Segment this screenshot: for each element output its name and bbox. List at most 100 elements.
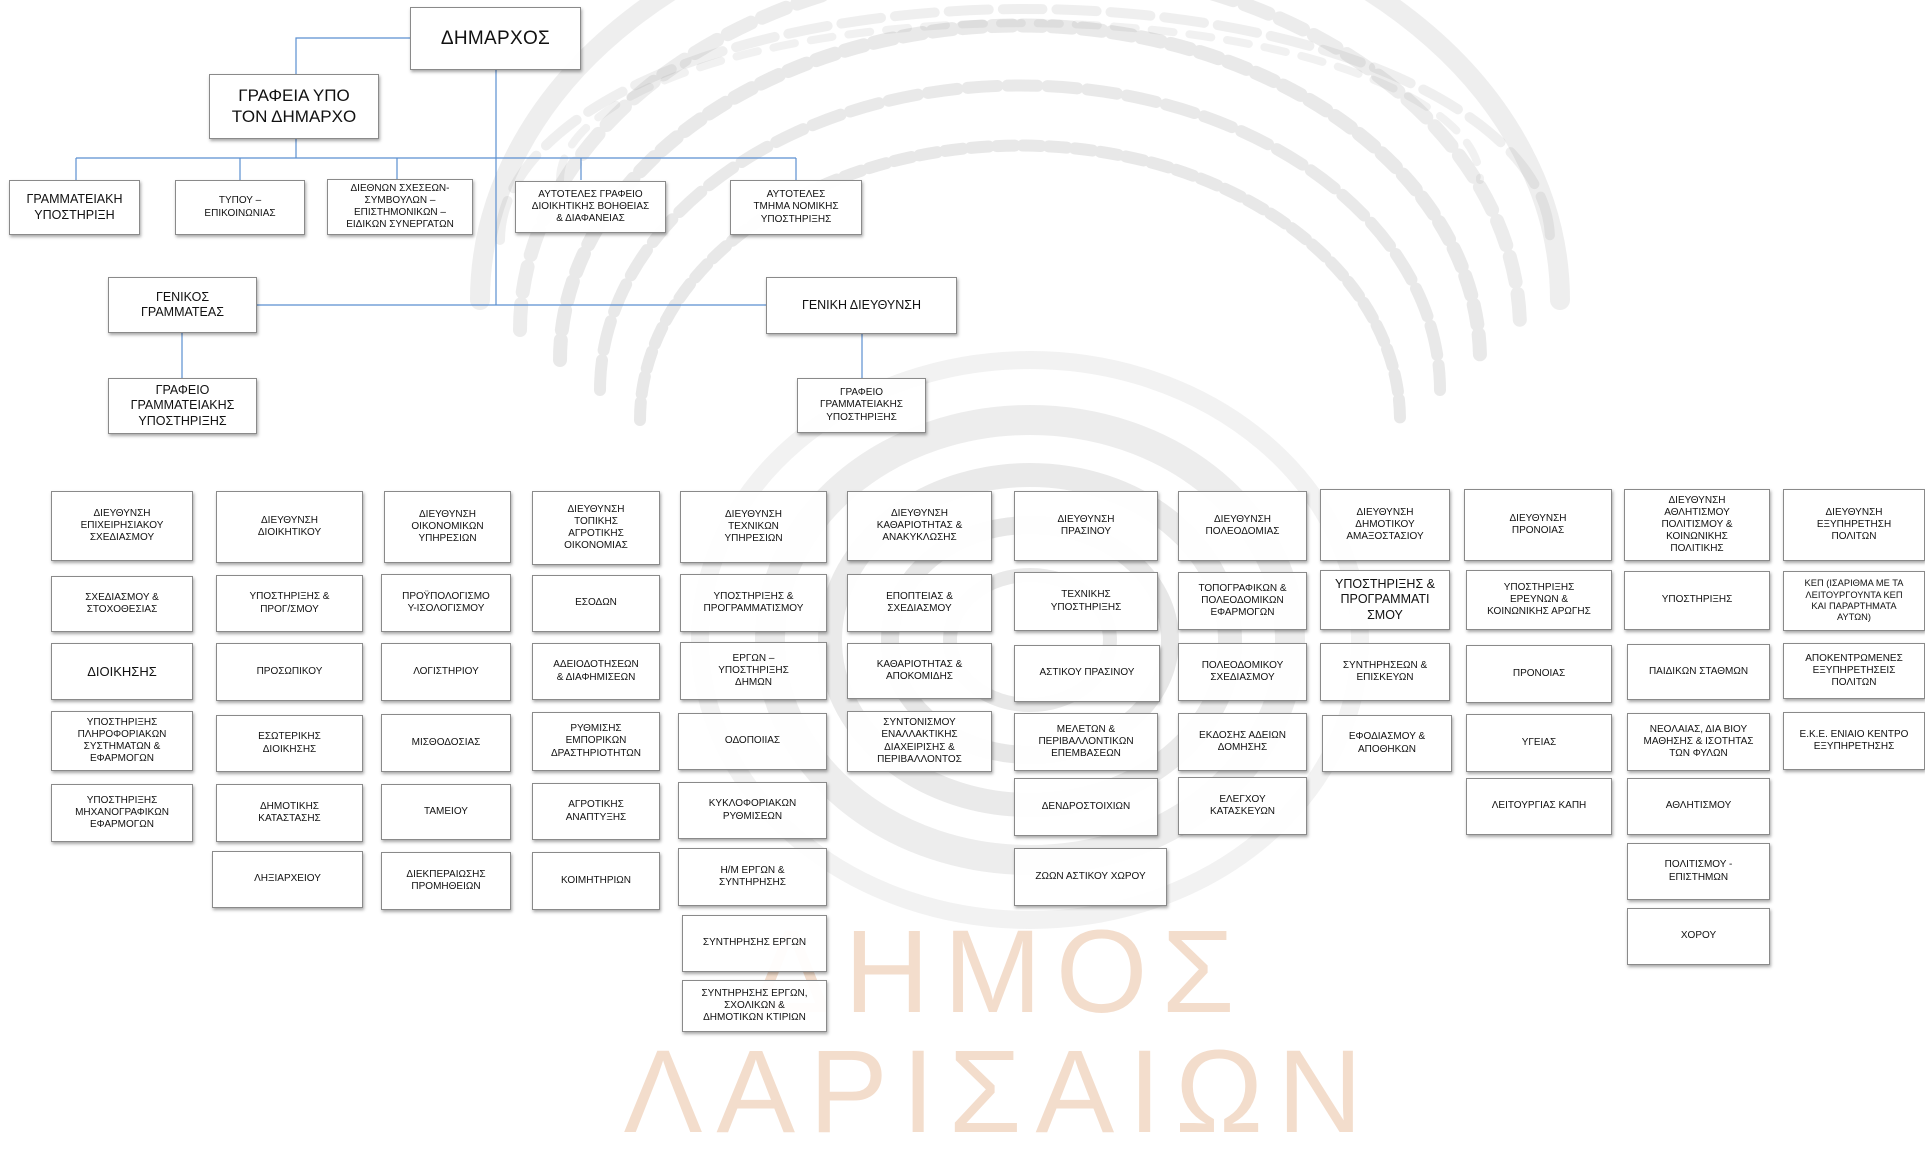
department-box[interactable]: ΖΩΩΝ ΑΣΤΙΚΟΥ ΧΩΡΟΥ (1014, 848, 1167, 906)
department-box[interactable]: ΕΦΟΔΙΑΣΜΟΥ & ΑΠΟΘΗΚΩΝ (1322, 715, 1452, 772)
directorate-title: ΔΙΕΥΘΥΝΣΗ ΠΟΛΕΟΔΟΜΙΑΣ (1205, 513, 1280, 537)
department-box[interactable]: ΑΓΡΟΤΙΚΗΣ ΑΝΑΠΤΥΞΗΣ (532, 783, 660, 840)
directorate-header[interactable]: ΔΙΕΥΘΥΝΣΗ ΚΑΘΑΡΙΟΤΗΤΑΣ & ΑΝΑΚΥΚΛΩΣΗΣ (847, 491, 992, 561)
office-box[interactable]: ΤΥΠΟΥ – ΕΠΙΚΟΙΝΩΝΙΑΣ (175, 180, 305, 235)
department-box[interactable]: ΥΠΟΣΤΗΡΙΞΗΣ & ΠΡΟΓΡΑΜΜΑΤΙ ΣΜΟΥ (1320, 570, 1450, 630)
department-box[interactable]: ΛΗΞΙΑΡΧΕΙΟΥ (212, 851, 363, 908)
department-box[interactable]: ΣΥΝΤΟΝΙΣΜΟΥ ΕΝΑΛΛΑΚΤΙΚΗΣ ΔΙΑΧΕΙΡΙΣΗΣ & Π… (847, 711, 992, 772)
general-directorate-office-box[interactable]: ΓΡΑΦΕΙΟ ΓΡΑΜΜΑΤΕΙΑΚΗΣ ΥΠΟΣΤΗΡΙΞΗΣ (797, 378, 926, 433)
department-box[interactable]: ΣΥΝΤΗΡΗΣΗΣ ΕΡΓΩΝ (682, 915, 827, 972)
department-box[interactable]: ΣΥΝΤΗΡΗΣΗΣ ΕΡΓΩΝ, ΣΧΟΛΙΚΩΝ & ΔΗΜΟΤΙΚΩΝ Κ… (682, 980, 827, 1032)
department-box[interactable]: ΠΡΟΣΩΠΙΚΟΥ (216, 643, 363, 701)
directorate-title: ΔΙΕΥΘΥΝΣΗ ΠΡΑΣΙΝΟΥ (1057, 513, 1115, 537)
directorate-header[interactable]: ΔΙΕΥΘΥΝΣΗ ΠΡΑΣΙΝΟΥ (1014, 491, 1158, 561)
directorate-title: ΔΙΕΥΘΥΝΣΗ ΟΙΚΟΝΟΜΙΚΩΝ ΥΠΗΡΕΣΙΩΝ (411, 508, 484, 545)
office-label: ΑΥΤΟΤΕΛΕΣ ΓΡΑΦΕΙΟ ΔΙΟΙΚΗΤΙΚΗΣ ΒΟΗΘΕΙΑΣ &… (531, 188, 650, 225)
directorate-header[interactable]: ΔΙΕΥΘΥΝΣΗ ΠΟΛΕΟΔΟΜΙΑΣ (1178, 491, 1307, 561)
directorate-header[interactable]: ΔΙΕΥΘΥΝΣΗ ΕΠΙΧΕΙΡΗΣΙΑΚΟΥ ΣΧΕΔΙΑΣΜΟΥ (51, 491, 193, 561)
department-box[interactable]: ΥΠΟΣΤΗΡΙΞΗΣ ΕΡΕΥΝΩΝ & ΚΟΙΝΩΝΙΚΗΣ ΑΡΩΓΗΣ (1466, 570, 1612, 630)
department-box[interactable]: ΑΣΤΙΚΟΥ ΠΡΑΣΙΝΟΥ (1014, 645, 1160, 702)
directorate-header[interactable]: ΔΙΕΥΘΥΝΣΗ ΔΙΟΙΚΗΤΙΚΟΥ (216, 491, 363, 563)
department-box[interactable]: ΣΧΕΔΙΑΣΜΟΥ & ΣΤΟΧΟΘΕΣΙΑΣ (51, 576, 193, 632)
department-label: ΥΠΟΣΤΗΡΙΞΗΣ & ΠΡΟΓ/ΣΜΟΥ (249, 591, 330, 615)
department-box[interactable]: ΚΕΠ (ΙΣΑΡΙΘΜΑ ΜΕ ΤΑ ΛΕΙΤΟΥΡΓΟΥΝΤΑ ΚΕΠ ΚΑ… (1783, 571, 1925, 631)
department-box[interactable]: ΧΟΡΟΥ (1627, 908, 1770, 965)
department-label: ΣΥΝΤΗΡΗΣΗΣ ΕΡΓΩΝ, ΣΧΟΛΙΚΩΝ & ΔΗΜΟΤΙΚΩΝ Κ… (701, 987, 808, 1024)
department-box[interactable]: ΛΕΙΤΟΥΡΓΙΑΣ ΚΑΠΗ (1466, 778, 1612, 835)
directorate-header[interactable]: ΔΙΕΥΘΥΝΣΗ ΤΟΠΙΚΗΣ ΑΓΡΟΤΙΚΗΣ ΟΙΚΟΝΟΜΙΑΣ (532, 491, 660, 565)
department-box[interactable]: ΟΔΟΠΟΙΙΑΣ (678, 713, 827, 770)
department-label: ΥΠΟΣΤΗΡΙΞΗΣ & ΠΡΟΓΡΑΜΜΑΤΙ ΣΜΟΥ (1335, 577, 1435, 622)
department-box[interactable]: ΑΠΟΚΕΝΤΡΩΜΕΝΕΣ ΕΞΥΠΗΡΕΤΗΣΕΙΣ ΠΟΛΙΤΩΝ (1783, 643, 1925, 699)
department-label: ΟΔΟΠΟΙΙΑΣ (724, 735, 781, 747)
office-box[interactable]: ΑΥΤΟΤΕΛΕΣ ΓΡΑΦΕΙΟ ΔΙΟΙΚΗΤΙΚΗΣ ΒΟΗΘΕΙΑΣ &… (515, 181, 666, 233)
directorate-header[interactable]: ΔΙΕΥΘΥΝΣΗ ΔΗΜΟΤΙΚΟΥ ΑΜΑΞΟΣΤΑΣΙΟΥ (1320, 489, 1450, 561)
department-box[interactable]: ΚΟΙΜΗΤΗΡΙΩΝ (532, 852, 660, 910)
department-box[interactable]: ΔΙΟΙΚΗΣΗΣ (51, 643, 193, 700)
department-box[interactable]: ΠΡΟΫΠΟΛΟΓΙΣΜΟ Υ-ΙΣΟΛΟΓΙΣΜΟΥ (381, 574, 511, 632)
directorate-header[interactable]: ΔΙΕΥΘΥΝΣΗ ΕΞΥΠΗΡΕΤΗΣΗ ΠΟΛΙΤΩΝ (1783, 489, 1925, 561)
office-box[interactable]: ΑΥΤΟΤΕΛΕΣ ΤΜΗΜΑ ΝΟΜΙΚΗΣ ΥΠΟΣΤΗΡΙΞΗΣ (730, 180, 862, 235)
department-box[interactable]: ΕΠΟΠΤΕΙΑΣ & ΣΧΕΔΙΑΣΜΟΥ (847, 574, 992, 632)
department-box[interactable]: ΕΚΔΟΣΗΣ ΑΔΕΙΩΝ ΔΟΜΗΣΗΣ (1178, 713, 1307, 771)
department-box[interactable]: ΕΣΩΤΕΡΙΚΗΣ ΔΙΟΙΚΗΣΗΣ (216, 715, 363, 772)
department-label: ΑΓΡΟΤΙΚΗΣ ΑΝΑΠΤΥΞΗΣ (565, 799, 627, 823)
directorate-header[interactable]: ΔΙΕΥΘΥΝΣΗ ΤΕΧΝΙΚΩΝ ΥΠΗΡΕΣΙΩΝ (680, 491, 827, 563)
secretary-office-box[interactable]: ΓΡΑΦΕΙΟ ΓΡΑΜΜΑΤΕΙΑΚΗΣ ΥΠΟΣΤΗΡΙΞΗΣ (108, 378, 257, 434)
department-box[interactable]: ΤΟΠΟΓΡΑΦΙΚΩΝ & ΠΟΛΕΟΔΟΜΙΚΩΝ ΕΦΑΡΜΟΓΩΝ (1178, 572, 1307, 630)
department-box[interactable]: ΛΟΓΙΣΤΗΡΙΟΥ (381, 643, 511, 701)
department-box[interactable]: ΤΕΧΝΙΚΗΣ ΥΠΟΣΤΗΡΙΞΗΣ (1014, 572, 1158, 631)
department-box[interactable]: ΠΡΟΝΟΙΑΣ (1466, 645, 1612, 703)
department-box[interactable]: ΜΙΣΘΟΔΟΣΙΑΣ (381, 714, 511, 772)
department-box[interactable]: ΤΑΜΕΙΟΥ (381, 784, 511, 840)
department-box[interactable]: ΣΥΝΤΗΡΗΣΕΩΝ & ΕΠΙΣΚΕΥΩΝ (1320, 643, 1450, 701)
department-box[interactable]: ΑΔΕΙΟΔΟΤΗΣΕΩΝ & ΔΙΑΦΗΜΙΣΕΩΝ (532, 643, 660, 700)
department-box[interactable]: Η/Μ ΕΡΓΩΝ & ΣΥΝΤΗΡΗΣΗΣ (678, 848, 827, 906)
department-box[interactable]: ΝΕΟΛΑΙΑΣ, ΔΙΑ ΒΙΟΥ ΜΑΘΗΣΗΣ & ΙΣΟΤΗΤΑΣ ΤΩ… (1627, 713, 1770, 771)
department-label: ΕΚΔΟΣΗΣ ΑΔΕΙΩΝ ΔΟΜΗΣΗΣ (1199, 729, 1286, 753)
department-box[interactable]: ΥΠΟΣΤΗΡΙΞΗΣ ΜΗΧΑΝΟΓΡΑΦΙΚΩΝ ΕΦΑΡΜΟΓΩΝ (51, 784, 193, 842)
office-box[interactable]: ΓΡΑΜΜΑΤΕΙΑΚΗ ΥΠΟΣΤΗΡΙΞΗ (9, 180, 140, 235)
department-box[interactable]: ΚΑΘΑΡΙΟΤΗΤΑΣ & ΑΠΟΚΟΜΙΔΗΣ (847, 643, 992, 699)
department-box[interactable]: ΜΕΛΕΤΩΝ & ΠΕΡΙΒΑΛΛΟΝΤΙΚΩΝ ΕΠΕΜΒΑΣΕΩΝ (1014, 713, 1158, 771)
department-label: ΤΟΠΟΓΡΑΦΙΚΩΝ & ΠΟΛΕΟΔΟΜΙΚΩΝ ΕΦΑΡΜΟΓΩΝ (1198, 582, 1287, 619)
department-box[interactable]: ΥΠΟΣΤΗΡΙΞΗΣ & ΠΡΟΓ/ΣΜΟΥ (216, 575, 363, 632)
department-box[interactable]: ΥΠΟΣΤΗΡΙΞΗΣ (1624, 571, 1770, 630)
department-box[interactable]: ΕΣΟΔΩΝ (532, 575, 660, 632)
department-label: ΚΥΚΛΟΦΟΡΙΑΚΩΝ ΡΥΘΜΙΣΕΩΝ (708, 798, 797, 822)
department-label: ΠΑΙΔΙΚΩΝ ΣΤΑΘΜΩΝ (1648, 665, 1749, 677)
department-box[interactable]: ΠΟΛΕΟΔΟΜΙΚΟΥ ΣΧΕΔΙΑΣΜΟΥ (1178, 643, 1307, 701)
mayor-offices-box[interactable]: ΓΡΑΦΕΙΑ ΥΠΟ ΤΟΝ ΔΗΜΑΡΧΟ (209, 74, 379, 139)
department-box[interactable]: ΔΙΕΚΠΕΡΑΙΩΣΗΣ ΠΡΟΜΗΘΕΙΩΝ (381, 852, 511, 910)
department-box[interactable]: ΠΑΙΔΙΚΩΝ ΣΤΑΘΜΩΝ (1627, 644, 1770, 700)
department-box[interactable]: ΡΥΘΜΙΣΗΣ ΕΜΠΟΡΙΚΩΝ ΔΡΑΣΤΗΡΙΟΤΗΤΩΝ (532, 712, 660, 771)
department-label: ΣΥΝΤΗΡΗΣΗΣ ΕΡΓΩΝ (702, 937, 807, 949)
department-label: ΑΣΤΙΚΟΥ ΠΡΑΣΙΝΟΥ (1039, 667, 1135, 679)
office-box[interactable]: ΔΙΕΘΝΩΝ ΣΧΕΣΕΩΝ- ΣΥΜΒΟΥΛΩΝ – ΕΠΙΣΤΗΜΟΝΙΚ… (327, 179, 473, 235)
directorate-header[interactable]: ΔΙΕΥΘΥΝΣΗ ΟΙΚΟΝΟΜΙΚΩΝ ΥΠΗΡΕΣΙΩΝ (384, 491, 511, 563)
department-box[interactable]: ΥΠΟΣΤΗΡΙΞΗΣ ΠΛΗΡΟΦΟΡΙΑΚΩΝ ΣΥΣΤΗΜΑΤΩΝ & Ε… (51, 711, 193, 771)
directorate-title: ΔΙΕΥΘΥΝΣΗ ΔΙΟΙΚΗΤΙΚΟΥ (257, 514, 322, 538)
department-box[interactable]: ΕΛΕΓΧΟΥ ΚΑΤΑΣΚΕΥΩΝ (1178, 777, 1307, 835)
directorate-title: ΔΙΕΥΘΥΝΣΗ ΔΗΜΟΤΙΚΟΥ ΑΜΑΞΟΣΤΑΣΙΟΥ (1346, 506, 1424, 543)
general-directorate-box[interactable]: ΓΕΝΙΚΗ ΔΙΕΥΘΥΝΣΗ (766, 277, 957, 334)
department-box[interactable]: ΥΠΟΣΤΗΡΙΞΗΣ & ΠΡΟΓΡΑΜΜΑΤΙΣΜΟΥ (680, 574, 827, 632)
department-label: ΖΩΩΝ ΑΣΤΙΚΟΥ ΧΩΡΟΥ (1035, 870, 1146, 882)
department-box[interactable]: Ε.Κ.Ε. ΕΝΙΑΙΟ ΚΕΝΤΡΟ ΕΞΥΠΗΡΕΤΗΣΗΣ (1783, 712, 1925, 770)
mayor-box[interactable]: ΔΗΜΑΡΧΟΣ (410, 7, 581, 70)
directorate-title: ΔΙΕΥΘΥΝΣΗ ΕΞΥΠΗΡΕΤΗΣΗ ΠΟΛΙΤΩΝ (1816, 506, 1892, 543)
department-box[interactable]: ΔΕΝΔΡΟΣΤΟΙΧΙΩΝ (1014, 778, 1158, 836)
department-box[interactable]: ΑΘΛΗΤΙΣΜΟΥ (1627, 778, 1770, 835)
directorate-header[interactable]: ΔΙΕΥΘΥΝΣΗ ΠΡΟΝΟΙΑΣ (1464, 489, 1612, 561)
department-box[interactable]: ΥΓΕΙΑΣ (1466, 714, 1612, 772)
directorate-header[interactable]: ΔΙΕΥΘΥΝΣΗ ΑΘΛΗΤΙΣΜΟΥ ΠΟΛΙΤΙΣΜΟΥ & ΚΟΙΝΩΝ… (1624, 489, 1770, 561)
department-box[interactable]: ΚΥΚΛΟΦΟΡΙΑΚΩΝ ΡΥΘΜΙΣΕΩΝ (678, 782, 827, 839)
department-label: ΝΕΟΛΑΙΑΣ, ΔΙΑ ΒΙΟΥ ΜΑΘΗΣΗΣ & ΙΣΟΤΗΤΑΣ ΤΩ… (1643, 723, 1754, 760)
department-box[interactable]: ΠΟΛΙΤΙΣΜΟΥ - ΕΠΙΣΤΗΜΩΝ (1627, 843, 1770, 900)
department-label: ΥΠΟΣΤΗΡΙΞΗΣ ΕΡΕΥΝΩΝ & ΚΟΙΝΩΝΙΚΗΣ ΑΡΩΓΗΣ (1487, 581, 1591, 618)
department-box[interactable]: ΕΡΓΩΝ – ΥΠΟΣΤΗΡΙΞΗΣ ΔΗΜΩΝ (680, 642, 827, 700)
secretary-general-box[interactable]: ΓΕΝΙΚΟΣ ΓΡΑΜΜΑΤΕΑΣ (108, 277, 257, 333)
department-label: ΕΦΟΔΙΑΣΜΟΥ & ΑΠΟΘΗΚΩΝ (1348, 731, 1426, 755)
department-label: ΧΟΡΟΥ (1680, 930, 1717, 942)
department-box[interactable]: ΔΗΜΟΤΙΚΗΣ ΚΑΤΑΣΤΑΣΗΣ (216, 784, 363, 842)
